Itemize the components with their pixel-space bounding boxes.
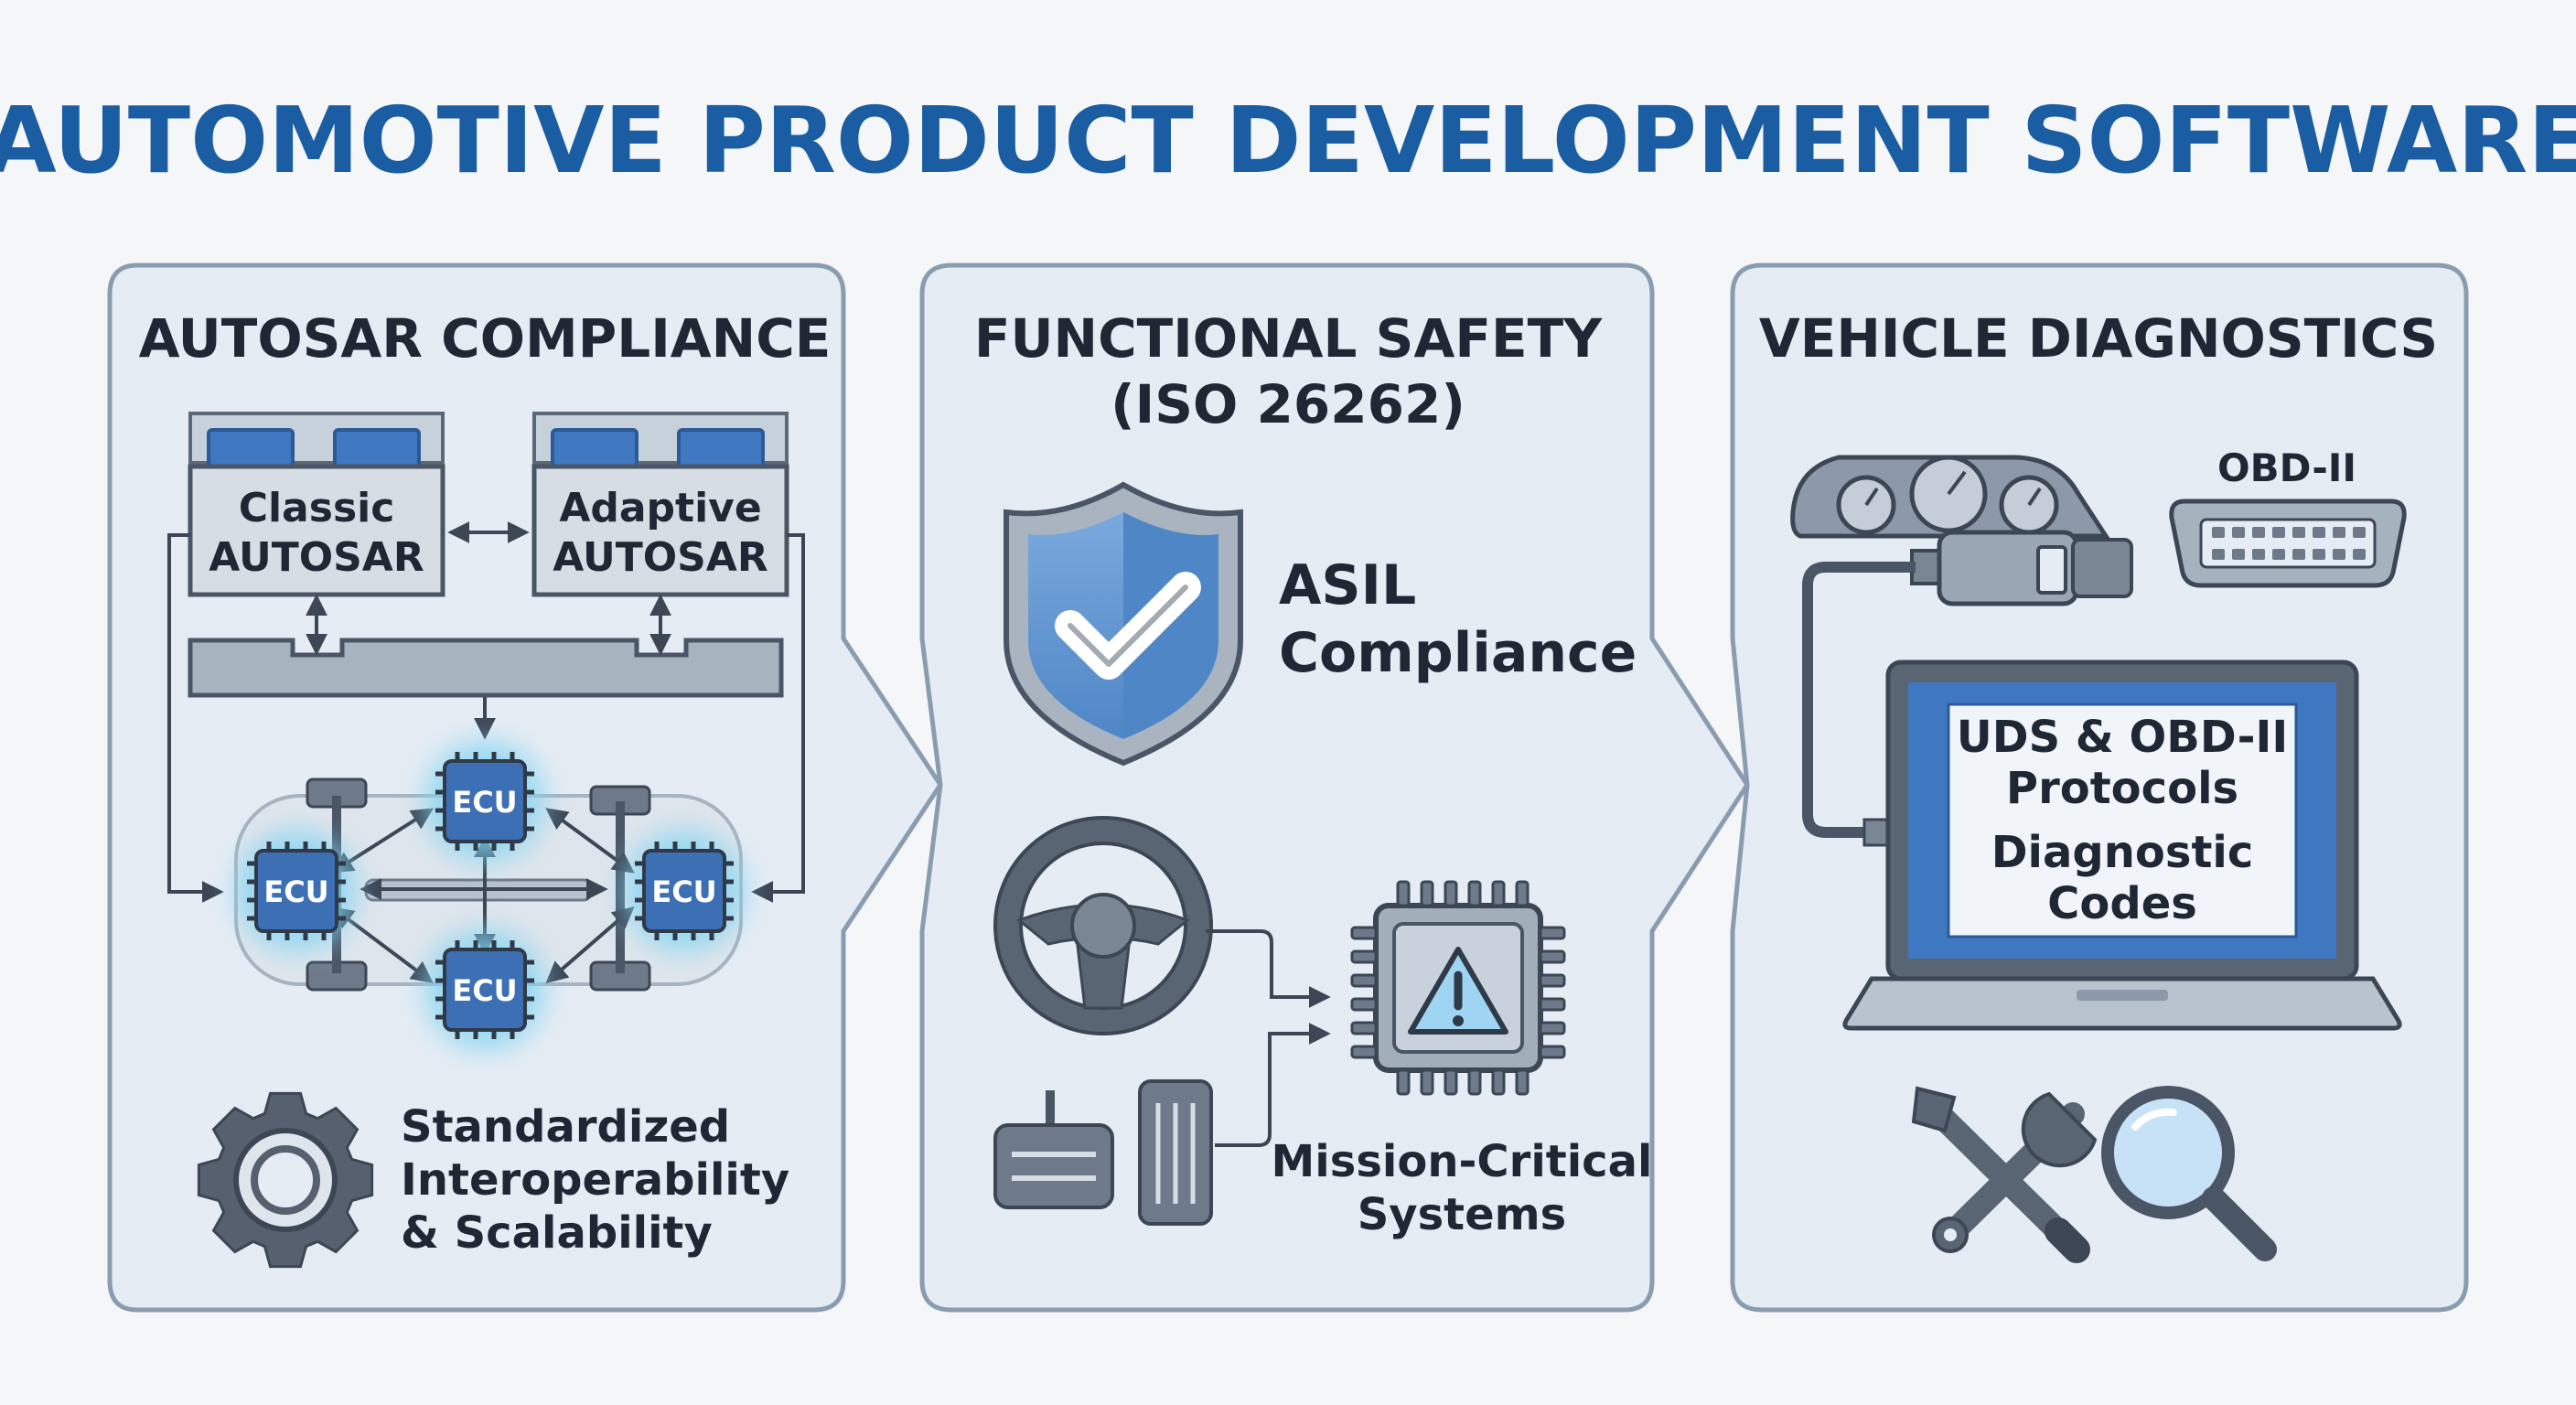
- autosar-footer-line-1: Standardized: [401, 1101, 730, 1153]
- adaptive-autosar-label-1: Adaptive: [559, 485, 761, 531]
- ecu-label: ECU: [263, 874, 328, 909]
- ecu-chip-icon: ECU: [424, 929, 545, 1050]
- ecu-label: ECU: [452, 785, 517, 820]
- obd-port-icon: [2169, 499, 2407, 588]
- mission-critical-line-1: Mission-Critical: [1272, 1136, 1653, 1187]
- panel-heading-safety-2: (ISO 26262): [1111, 373, 1465, 435]
- screen-line-2: Protocols: [2006, 763, 2238, 814]
- magnifier-icon: [2101, 1086, 2277, 1261]
- brake-pedal-icon: [993, 1090, 1114, 1209]
- screen-line-3: Diagnostic: [1991, 827, 2254, 878]
- autosar-footer-line-2: Interoperability: [401, 1154, 789, 1206]
- autosar-footer-line-3: & Scalability: [401, 1207, 713, 1259]
- gear-icon: [197, 1091, 374, 1269]
- classic-autosar-label-2: AUTOSAR: [209, 534, 424, 581]
- middleware-bar: [188, 638, 784, 698]
- mission-critical-line-2: Systems: [1358, 1189, 1567, 1240]
- ecu-chip-icon: ECU: [424, 741, 545, 862]
- screen-line-1: UDS & OBD-II: [1957, 712, 2288, 763]
- panel-heading-safety-1: FUNCTIONAL SAFETY: [974, 307, 1603, 370]
- asil-label-1: ASIL: [1279, 553, 1416, 617]
- module-icon: [188, 412, 789, 597]
- steering-wheel-icon: [993, 816, 1213, 1035]
- classic-autosar-label-1: Classic: [239, 485, 395, 531]
- ecu-chip-group: ECU ECU ECU ECU: [236, 741, 745, 1050]
- laptop-icon: [1842, 660, 2402, 1031]
- ecu-chip-icon: ECU: [236, 831, 357, 951]
- adaptive-autosar-label-2: AUTOSAR: [553, 534, 767, 581]
- warning-chip-icon: [1350, 880, 1566, 1096]
- panel-heading-autosar: AUTOSAR COMPLIANCE: [139, 307, 832, 370]
- panel-heading-diagnostics: VEHICLE DIAGNOSTICS: [1759, 307, 2438, 370]
- screen-line-4: Codes: [2047, 878, 2197, 929]
- page-title: AUTOMOTIVE PRODUCT DEVELOPMENT SOFTWARE: [0, 87, 2576, 194]
- ecu-chip-icon: ECU: [624, 831, 745, 951]
- dashboard-icon: [1790, 455, 2110, 539]
- obd-connector-icon: [1802, 530, 2133, 847]
- shield-check-icon: [1004, 481, 1243, 767]
- accelerator-pedal-icon: [1138, 1079, 1213, 1226]
- asil-label-2: Compliance: [1279, 621, 1637, 685]
- wrench-screwdriver-icon: [1911, 1086, 2098, 1263]
- ecu-label: ECU: [452, 973, 517, 1008]
- ecu-label: ECU: [651, 874, 716, 909]
- obd-ii-label: OBD-II: [2217, 445, 2356, 490]
